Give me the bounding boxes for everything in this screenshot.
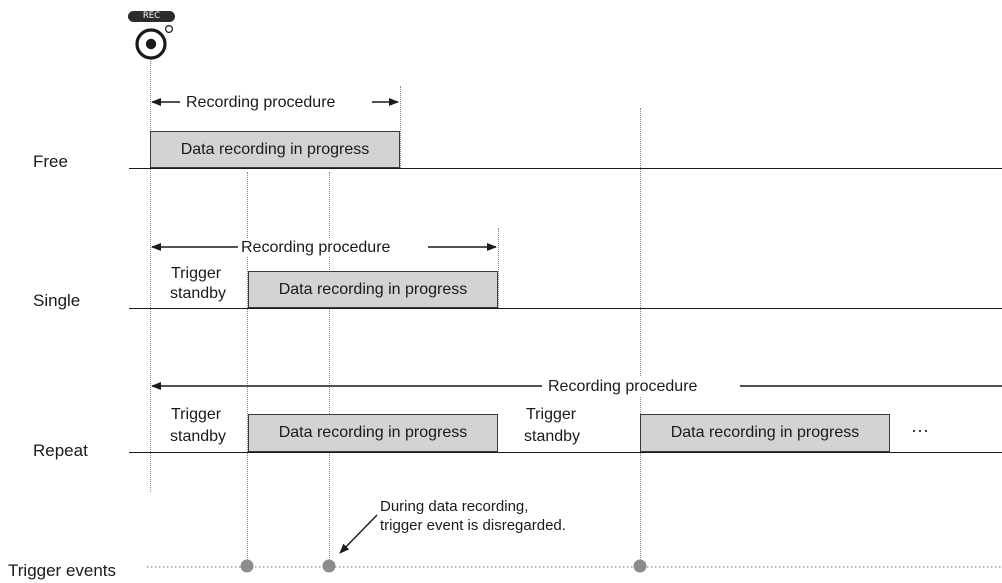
rec-badge: REC <box>128 11 175 22</box>
timeline-free <box>129 168 1002 169</box>
guide-line-trigger-3 <box>640 108 641 566</box>
row-label-repeat: Repeat <box>33 441 88 460</box>
standby-label-repeat-1b: standby <box>170 428 227 445</box>
row-label-free: Free <box>33 152 68 171</box>
timeline-repeat <box>129 452 1002 453</box>
row-label-single: Single <box>33 291 81 310</box>
note-pointer-arrow <box>339 514 378 554</box>
guide-line-trigger-1 <box>247 172 248 566</box>
recording-box-repeat-1: Data recording in progress <box>248 414 498 452</box>
guide-line-free-end <box>400 86 401 168</box>
procedure-label-free: Recording procedure <box>186 94 336 111</box>
note-line-2: trigger event is disregarded. <box>380 517 566 534</box>
guide-line-single-end <box>498 228 499 308</box>
rec-icon <box>135 24 173 60</box>
standby-label-repeat-1a: Trigger <box>171 406 222 423</box>
standby-label-single-2: standby <box>170 285 227 302</box>
recording-box-repeat-2: Data recording in progress <box>640 414 890 452</box>
standby-label-repeat-2b: standby <box>524 428 581 445</box>
trigger-event-dot-2 <box>322 559 336 573</box>
note-line-1: During data recording, <box>380 498 529 515</box>
recording-box-single: Data recording in progress <box>248 271 498 308</box>
ellipsis-repeat: ··· <box>911 420 929 440</box>
standby-label-repeat-2a: Trigger <box>526 406 577 423</box>
procedure-label-repeat: Recording procedure <box>545 377 701 396</box>
guide-line-trigger-2 <box>329 172 330 566</box>
timeline-single <box>129 308 1002 309</box>
standby-label-single-1: Trigger <box>171 265 222 282</box>
guide-line-start <box>150 58 151 492</box>
recording-box-free: Data recording in progress <box>150 131 400 168</box>
row-label-trigger-events: Trigger events <box>8 561 117 580</box>
trigger-event-dot-3 <box>633 559 647 573</box>
trigger-event-dot-1 <box>240 559 254 573</box>
procedure-label-single: Recording procedure <box>239 238 393 257</box>
